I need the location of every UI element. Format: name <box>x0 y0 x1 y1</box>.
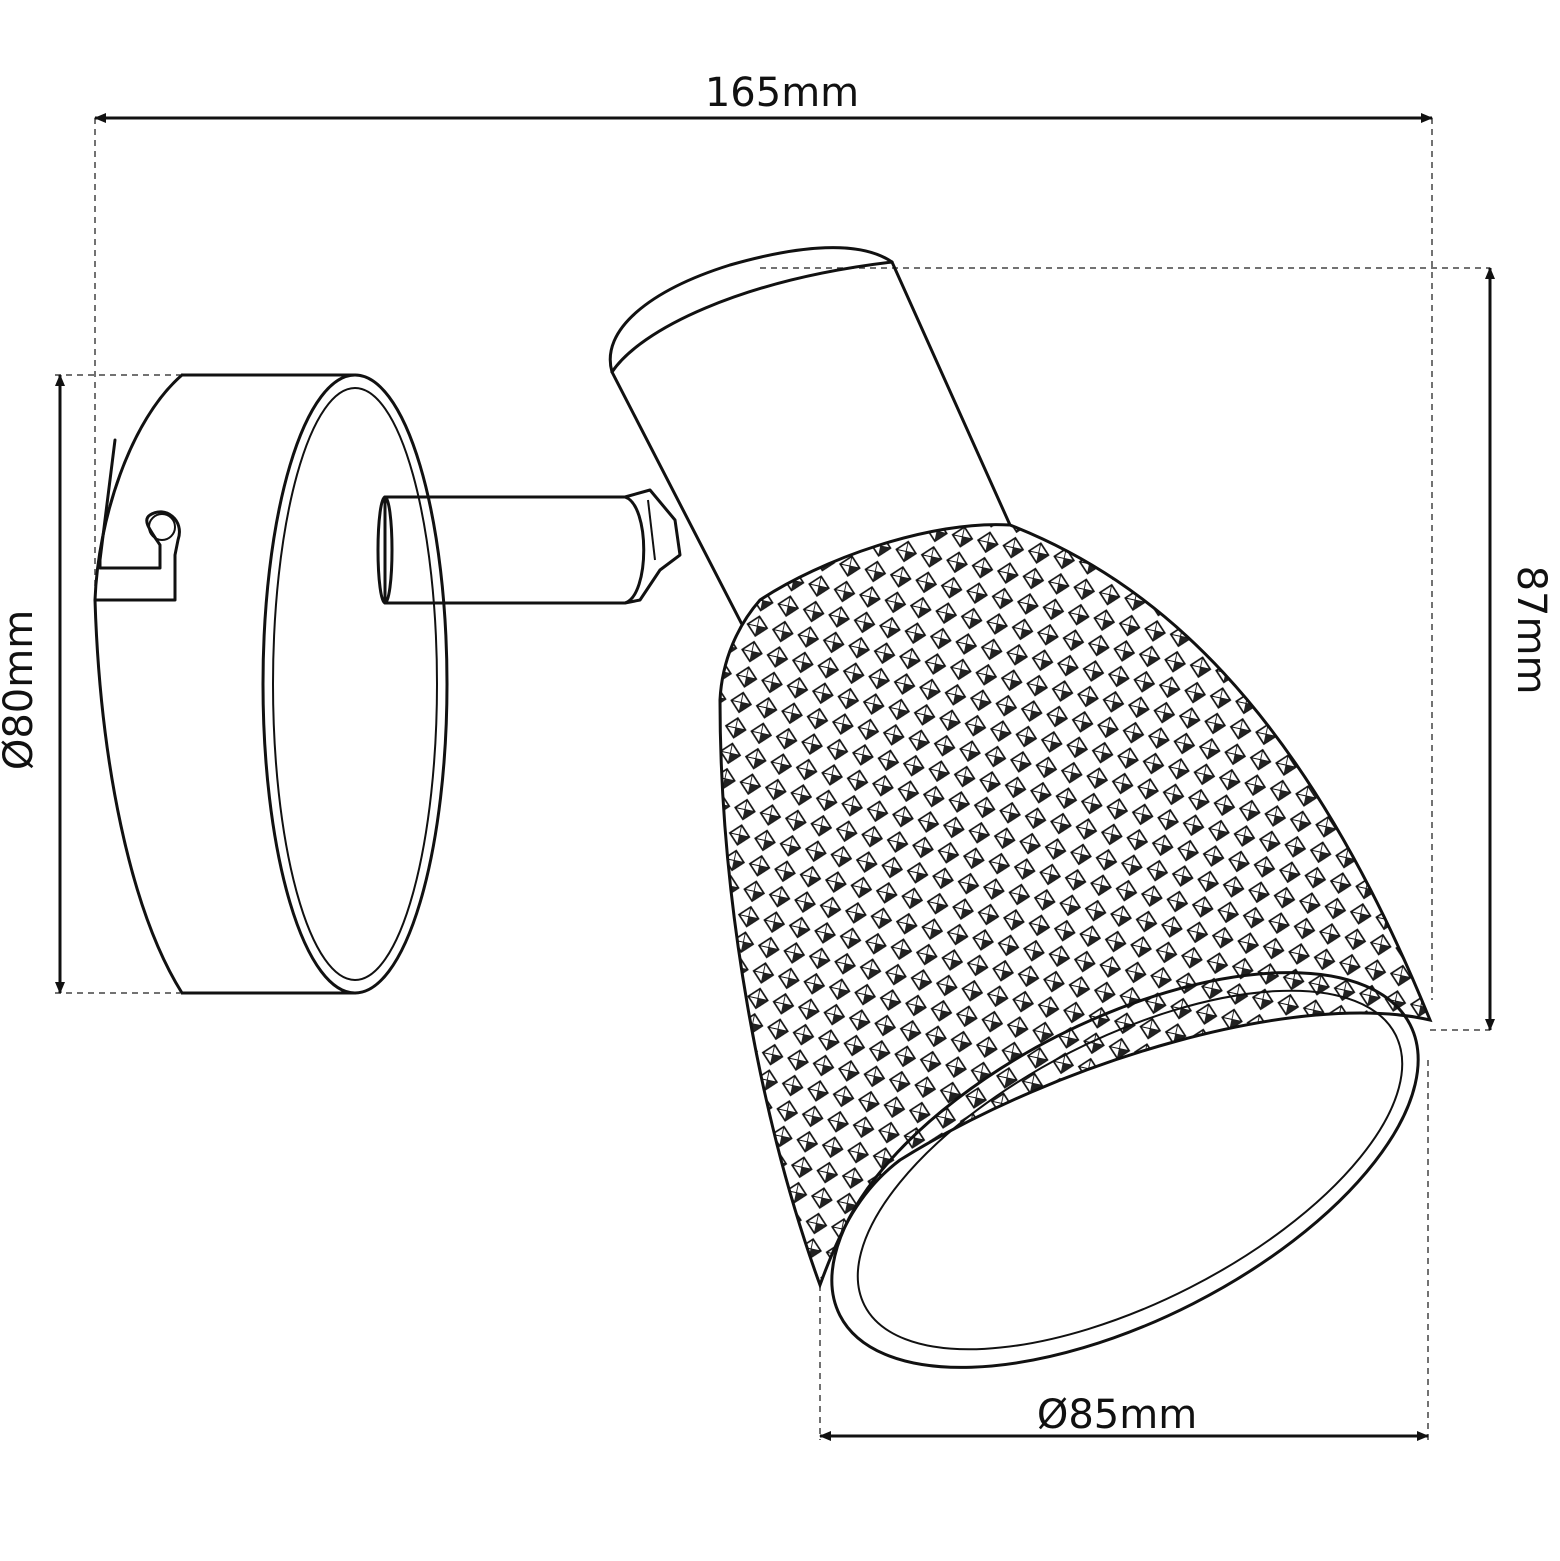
width-label: 165mm <box>705 70 859 116</box>
shade-diameter-label: Ø85mm <box>1037 1392 1197 1438</box>
base-diameter-label: Ø80mm <box>0 610 42 770</box>
connecting-arm <box>376 488 682 605</box>
shade-opening-rim <box>830 971 1420 1369</box>
knurled-shade <box>718 523 1433 1290</box>
height-label: 87mm <box>1508 566 1554 695</box>
extension-lines <box>55 118 1490 1440</box>
wall-base-plate <box>93 373 449 995</box>
